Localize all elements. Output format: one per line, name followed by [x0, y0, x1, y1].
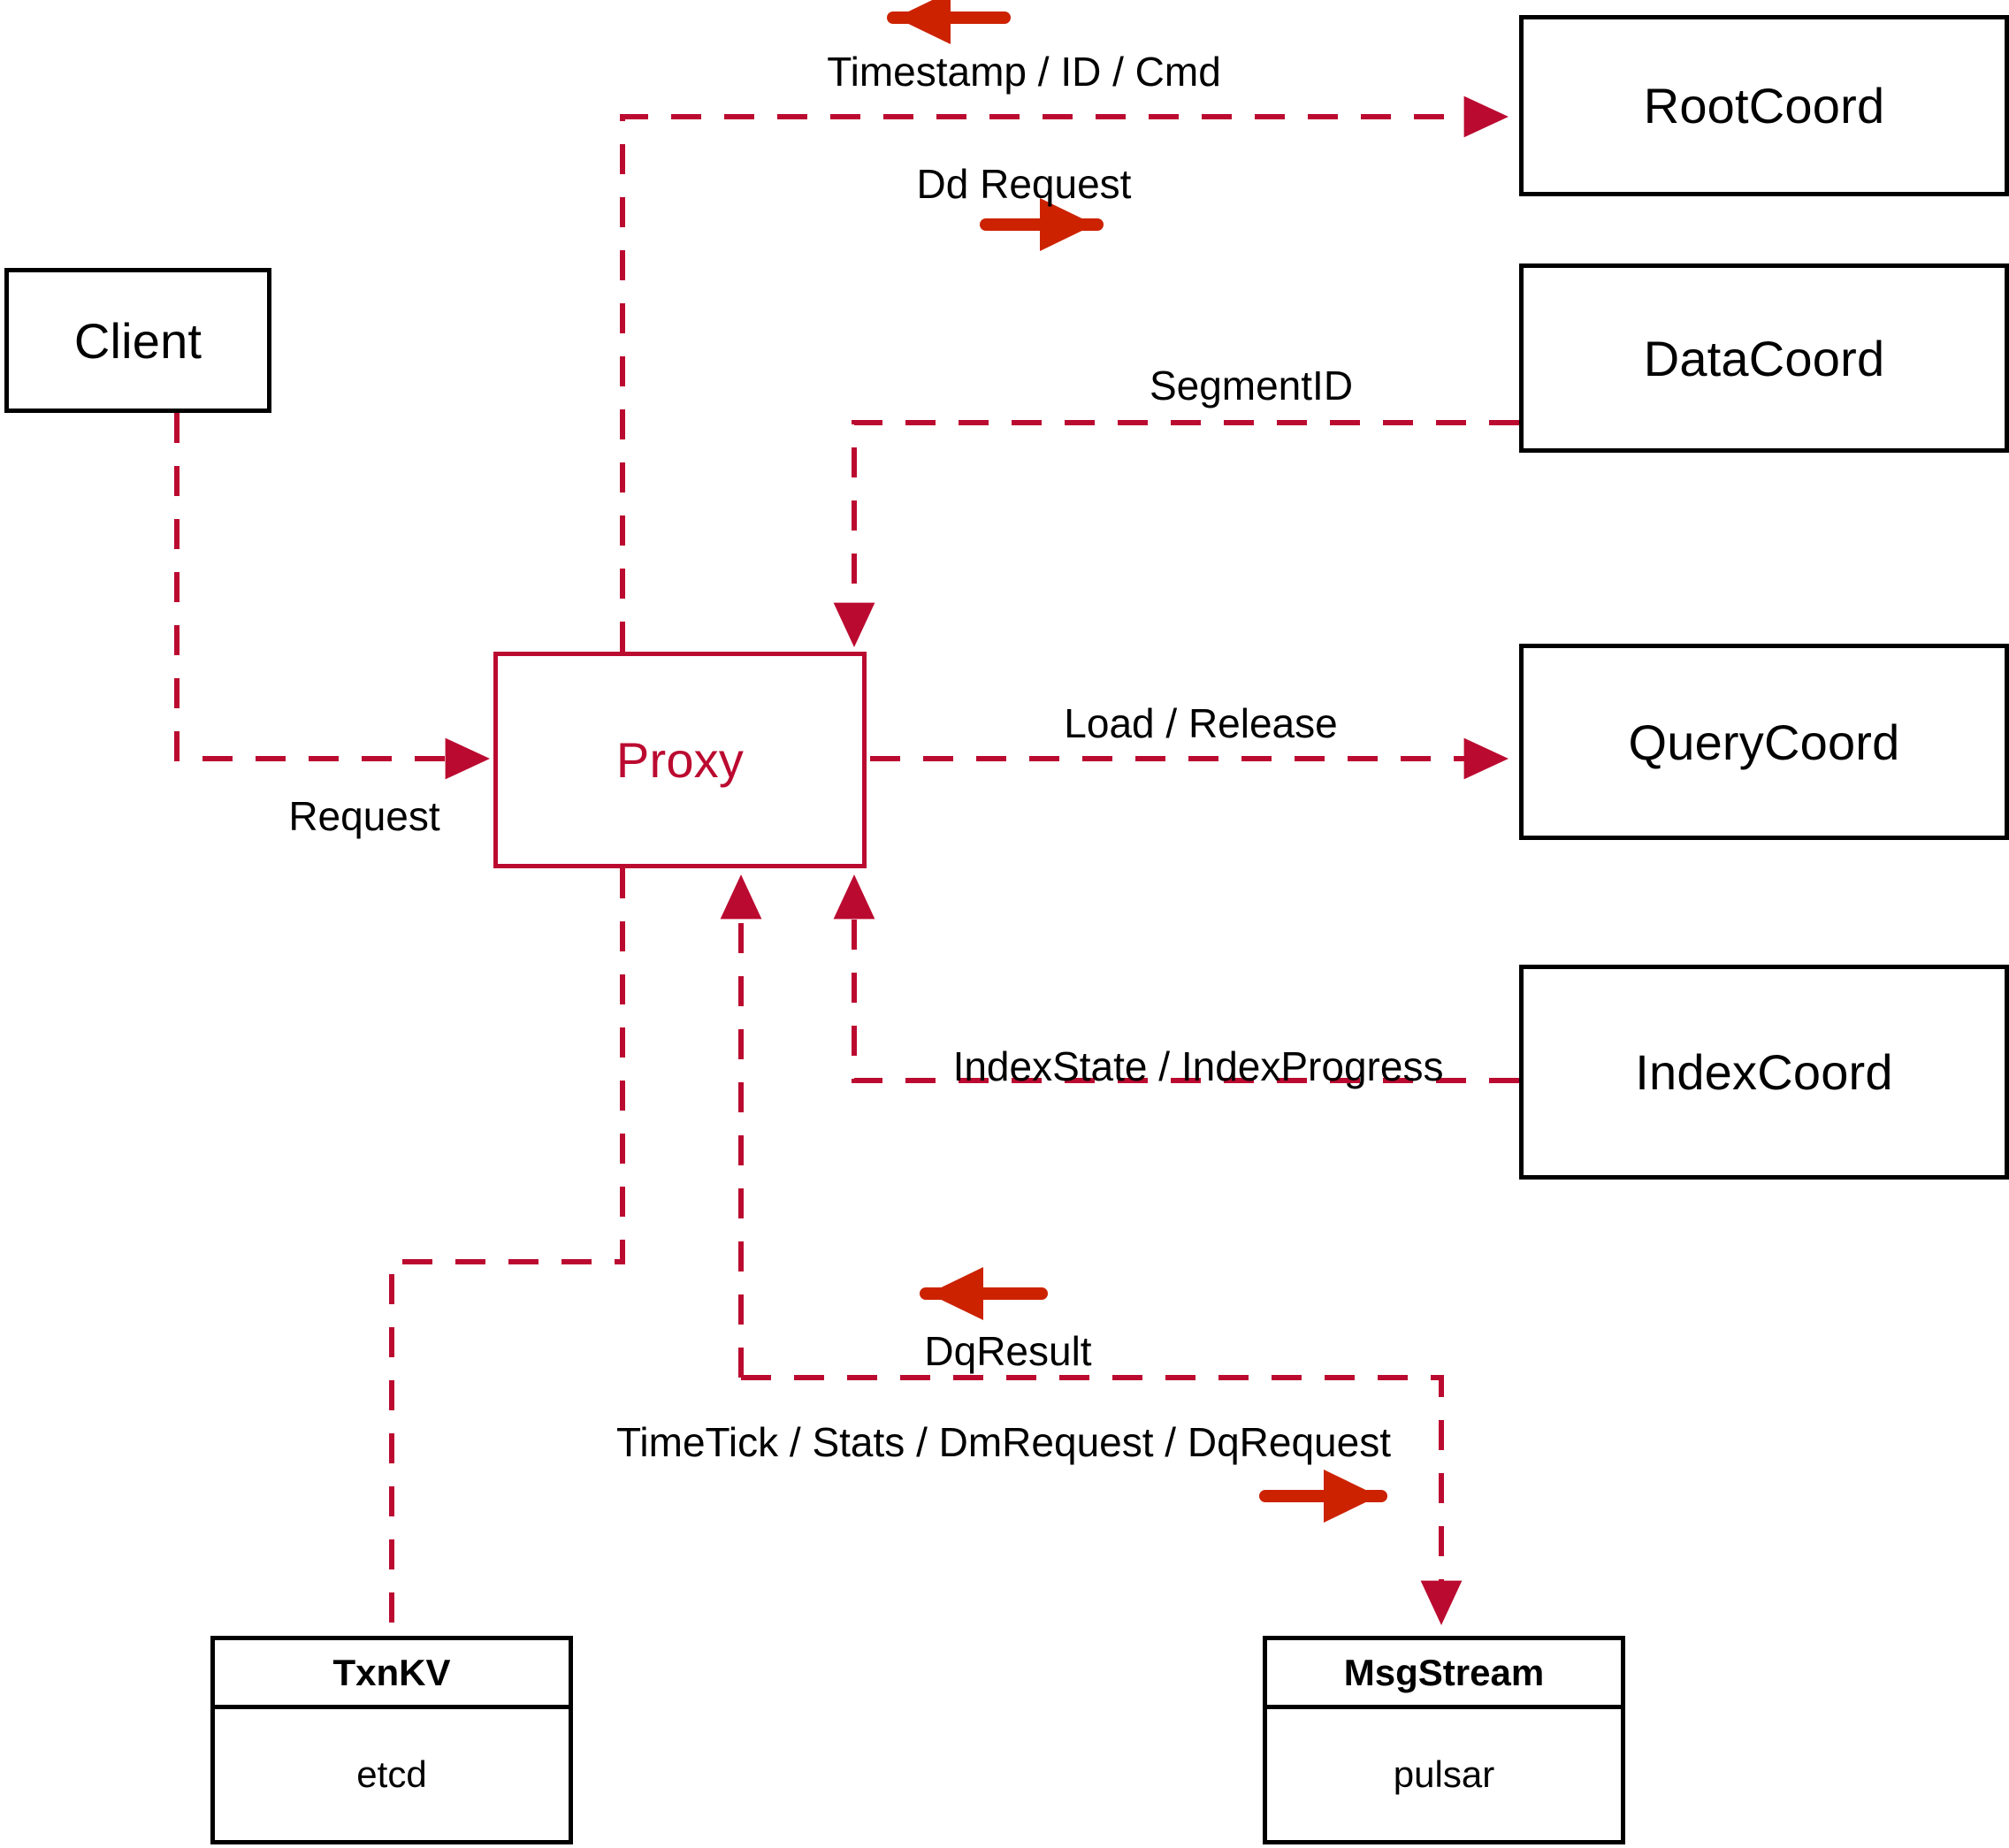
arrow-dd-request-right — [980, 198, 1104, 251]
node-txnkv-header: TxnKV — [215, 1640, 569, 1709]
edge-proxy-to-msgstream — [741, 1375, 1463, 1625]
node-proxy[interactable]: Proxy — [493, 652, 867, 868]
node-datacoord[interactable]: DataCoord — [1519, 263, 2009, 453]
node-msgstream-sub: pulsar — [1393, 1753, 1495, 1795]
node-rootcoord[interactable]: RootCoord — [1519, 15, 2009, 196]
node-querycoord-label: QueryCoord — [1628, 714, 1900, 770]
edge-proxy-to-rootcoord — [620, 95, 1509, 652]
node-proxy-label: Proxy — [615, 732, 745, 788]
edge-label-dd-request: Dd Request — [916, 161, 1132, 207]
node-msgstream-title: MsgStream — [1343, 1651, 1545, 1693]
node-client-label: Client — [73, 312, 202, 369]
edge-label-request: Request — [288, 793, 440, 839]
arrow-timestamp-left — [887, 0, 1011, 44]
arrow-dqresult-left — [920, 1267, 1048, 1320]
node-querycoord[interactable]: QueryCoord — [1519, 644, 2009, 840]
node-txnkv-title: TxnKV — [332, 1651, 451, 1693]
edge-indexcoord-to-proxy — [833, 874, 1519, 1083]
node-msgstream-header: MsgStream — [1267, 1640, 1621, 1709]
node-txnkv-sub: etcd — [356, 1753, 427, 1795]
edge-label-load-release: Load / Release — [1064, 700, 1338, 746]
node-client[interactable]: Client — [4, 268, 271, 413]
node-msgstream-body: pulsar — [1267, 1709, 1621, 1840]
node-indexcoord[interactable]: IndexCoord — [1519, 965, 2009, 1180]
accent-arrows — [887, 0, 1387, 1523]
node-datacoord-label: DataCoord — [1643, 330, 1885, 386]
edge-label-segment-id: SegmentID — [1149, 363, 1354, 409]
edge-label-timestamp-id-cmd: Timestamp / ID / Cmd — [827, 49, 1221, 95]
edge-client-to-proxy — [174, 413, 490, 780]
arrow-timetick-right — [1259, 1470, 1387, 1523]
edge-proxy-to-txnkv — [389, 868, 625, 1636]
edge-label-dq-result: DqResult — [924, 1328, 1092, 1374]
node-txnkv[interactable]: TxnKV etcd — [210, 1636, 573, 1844]
edge-label-timetick-stats: TimeTick / Stats / DmRequest / DqRequest — [616, 1419, 1391, 1465]
node-indexcoord-label: IndexCoord — [1635, 1044, 1893, 1100]
edge-datacoord-to-proxy — [833, 420, 1519, 647]
node-rootcoord-label: RootCoord — [1643, 78, 1885, 134]
node-msgstream[interactable]: MsgStream pulsar — [1263, 1636, 1625, 1844]
edge-label-index-state-progress: IndexState / IndexProgress — [952, 1043, 1444, 1089]
node-txnkv-body: etcd — [215, 1709, 569, 1840]
